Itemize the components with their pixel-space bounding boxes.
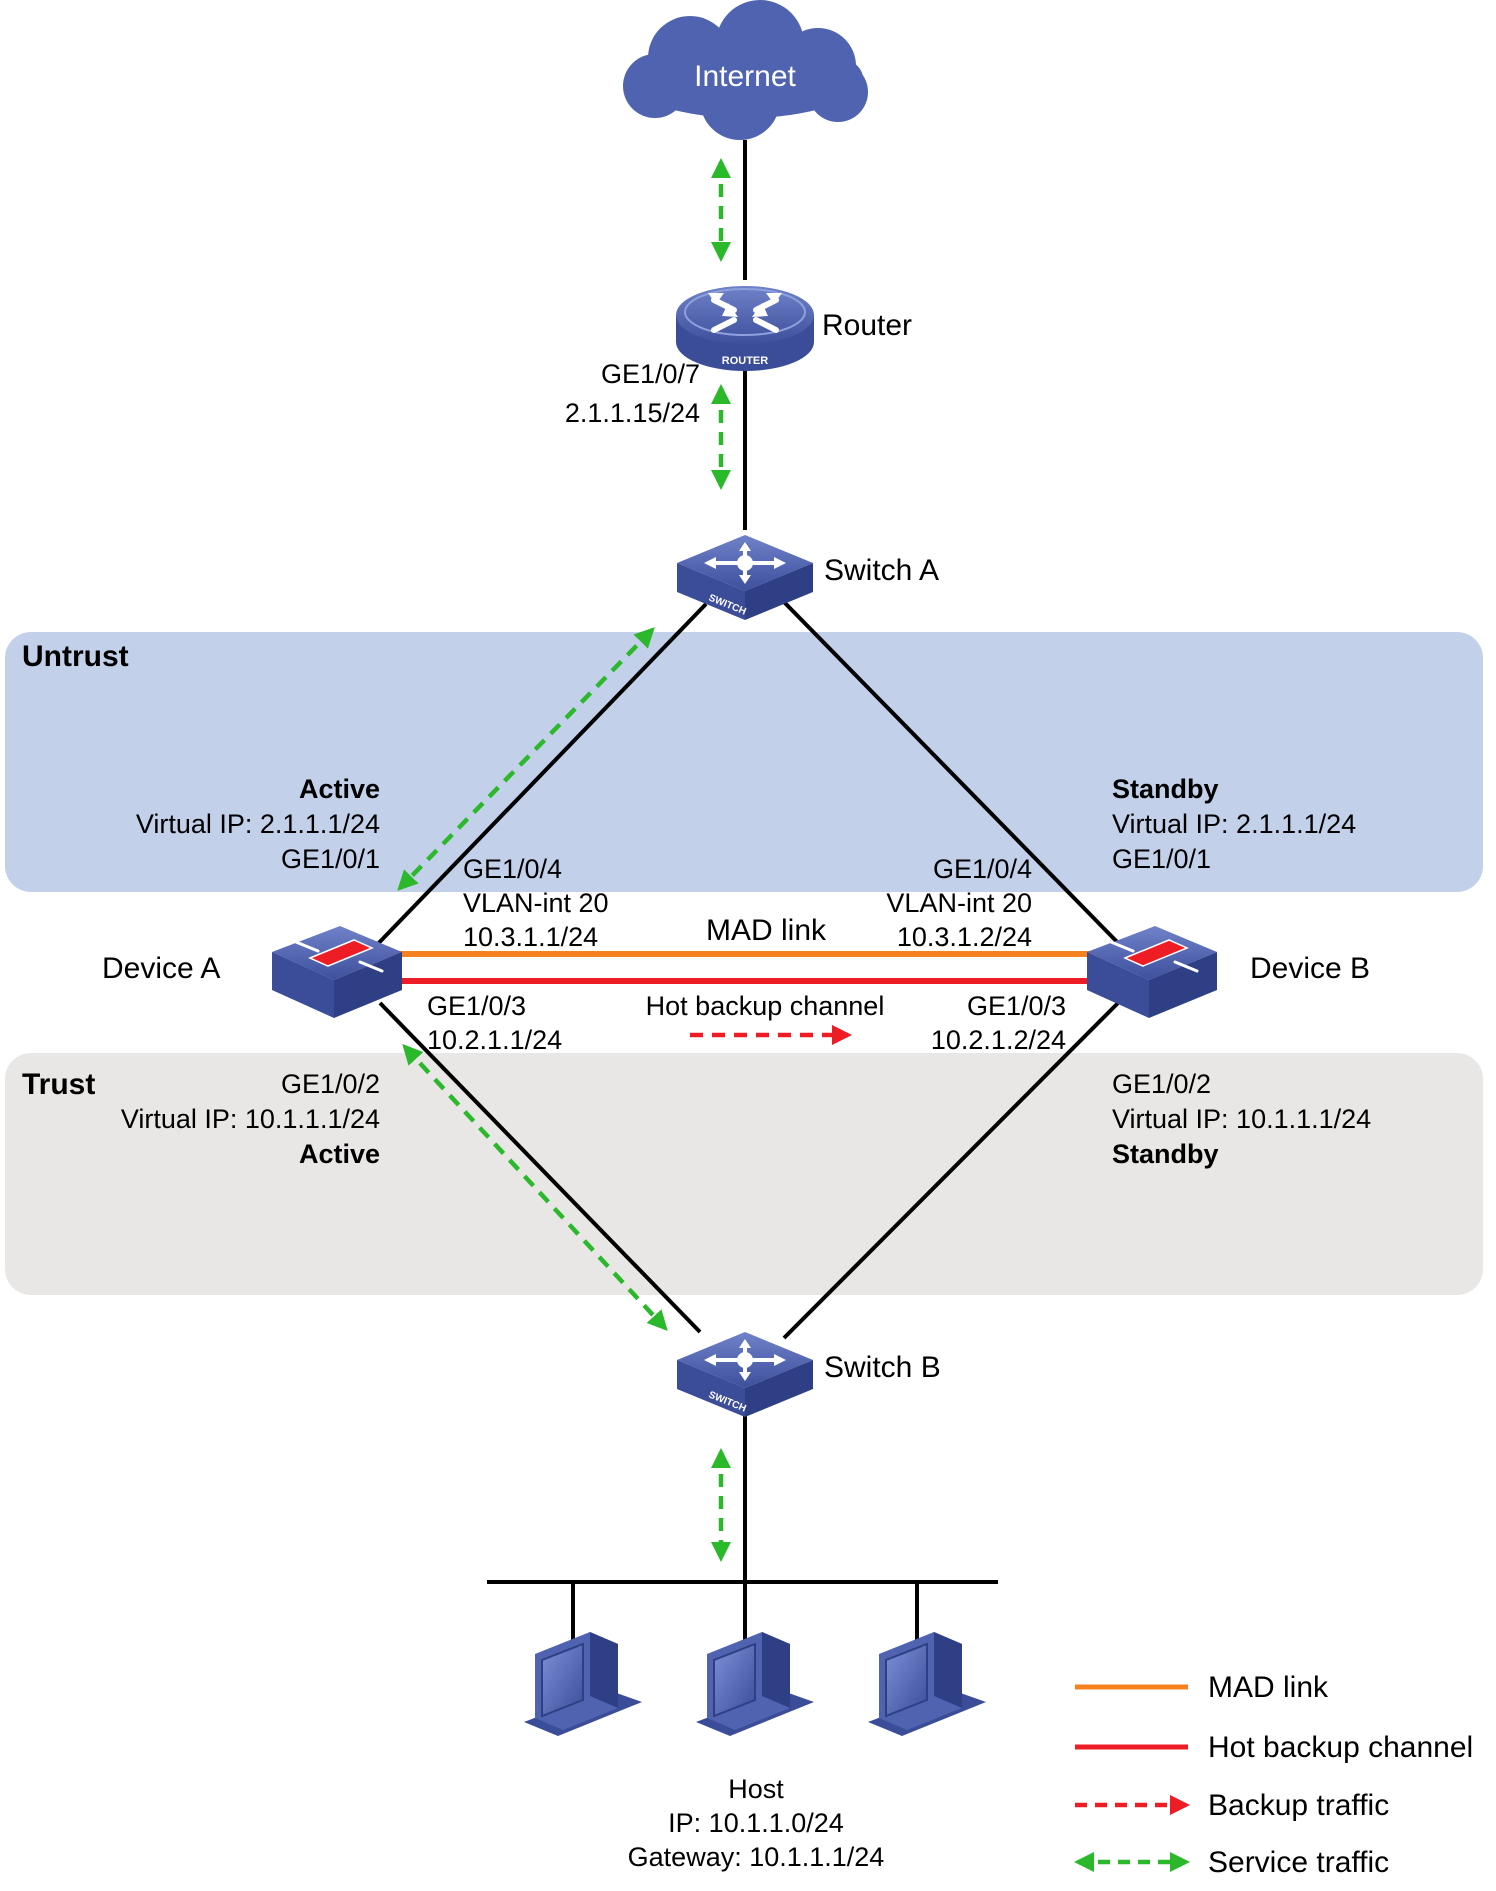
cable-device-b-switch-b <box>782 1001 1120 1340</box>
service-arrow-switch-a-device-a <box>397 627 655 891</box>
switch-a-icon: SWITCH <box>677 535 813 620</box>
router-icon: ROUTER <box>676 286 814 371</box>
device-b-label: Device B <box>1250 952 1370 985</box>
device-a-mad-port: GE1/0/4 <box>463 854 562 884</box>
host-gateway-label: Gateway: 10.1.1.1/24 <box>628 1842 885 1872</box>
service-traffic-arrows <box>397 157 732 1563</box>
legend-hot-backup-label: Hot backup channel <box>1208 1731 1473 1764</box>
device-a-untrust-port: GE1/0/1 <box>281 844 380 874</box>
legend-backup-traffic-label: Backup traffic <box>1208 1789 1389 1822</box>
internet-cloud-icon: Internet <box>623 0 868 140</box>
legend: MAD link Hot backup channel Backup traff… <box>1073 1671 1473 1879</box>
device-a-label: Device A <box>102 952 220 985</box>
legend-service-traffic-label: Service traffic <box>1208 1846 1389 1879</box>
host-computer-icon <box>868 1632 986 1736</box>
switch-a-label: Switch A <box>824 554 939 587</box>
device-b-hb-ip: 10.2.1.2/24 <box>931 1025 1066 1055</box>
switch-b-icon: SWITCH <box>677 1332 813 1417</box>
service-arrow-device-a-switch-b <box>402 1044 668 1331</box>
device-a-untrust-vip: Virtual IP: 2.1.1.1/24 <box>136 809 380 839</box>
host-ip-label: IP: 10.1.1.0/24 <box>668 1808 844 1838</box>
device-a-firewall-icon <box>272 926 402 1018</box>
device-a-trust-vip: Virtual IP: 10.1.1.1/24 <box>121 1104 380 1134</box>
device-b-untrust-vip: Virtual IP: 2.1.1.1/24 <box>1112 809 1356 839</box>
hot-backup-channel-label: Hot backup channel <box>646 991 885 1021</box>
device-b-mad-vlan: VLAN-int 20 <box>886 888 1032 918</box>
device-a-untrust-role: Active <box>299 774 380 804</box>
mad-link-label: MAD link <box>706 914 827 947</box>
device-b-mad-ip: 10.3.1.2/24 <box>897 922 1032 952</box>
device-a-hb-port: GE1/0/3 <box>427 991 526 1021</box>
device-b-trust-port: GE1/0/2 <box>1112 1069 1211 1099</box>
router-ip-label: 2.1.1.15/24 <box>565 398 700 428</box>
switch-b-label: Switch B <box>824 1351 941 1384</box>
device-b-untrust-port: GE1/0/1 <box>1112 844 1211 874</box>
untrust-zone <box>5 632 1483 892</box>
router-badge: ROUTER <box>722 355 769 367</box>
device-a-mad-vlan: VLAN-int 20 <box>463 888 609 918</box>
host-computer-icon <box>696 1632 814 1736</box>
trust-zone-label: Trust <box>22 1068 95 1101</box>
device-a-mad-ip: 10.3.1.1/24 <box>463 922 598 952</box>
router-port-label: GE1/0/7 <box>601 359 700 389</box>
untrust-zone-label: Untrust <box>22 640 129 673</box>
device-b-mad-port: GE1/0/4 <box>933 854 1032 884</box>
router-label: Router <box>822 309 912 342</box>
legend-mad-link-label: MAD link <box>1208 1671 1329 1704</box>
device-b-trust-vip: Virtual IP: 10.1.1.1/24 <box>1112 1104 1371 1134</box>
device-a-trust-port: GE1/0/2 <box>281 1069 380 1099</box>
internet-label: Internet <box>694 60 796 93</box>
device-b-trust-role: Standby <box>1112 1139 1219 1169</box>
cable-switch-a-device-b <box>782 600 1127 952</box>
device-a-trust-role: Active <box>299 1139 380 1169</box>
host-label: Host <box>728 1774 784 1804</box>
device-a-hb-ip: 10.2.1.1/24 <box>427 1025 562 1055</box>
device-b-firewall-icon <box>1087 926 1217 1018</box>
device-b-hb-port: GE1/0/3 <box>967 991 1066 1021</box>
trust-zone <box>5 1053 1483 1295</box>
host-computer-icon <box>524 1632 642 1736</box>
device-b-untrust-role: Standby <box>1112 774 1219 804</box>
